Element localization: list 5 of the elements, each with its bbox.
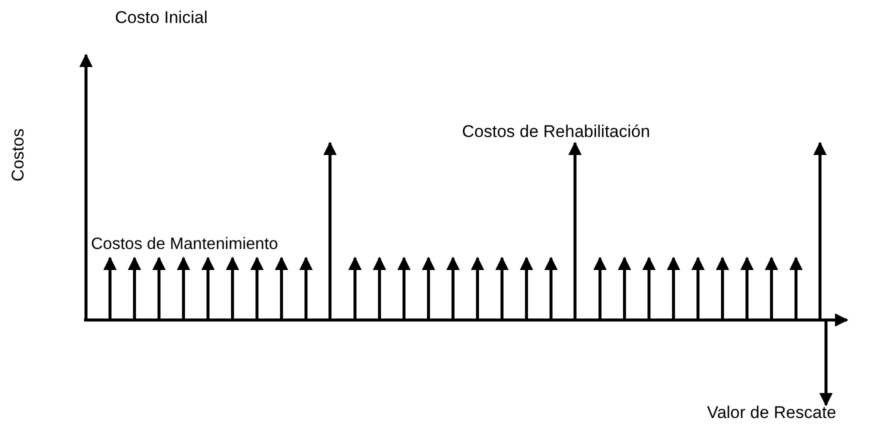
cash-flow-label: Costo Inicial [115, 9, 208, 26]
cash-flow-label: Costos de Mantenimiento [91, 236, 278, 252]
axis-label: Costos [10, 128, 26, 182]
cash-flow-label: Valor de Rescate [707, 404, 836, 421]
cash-flow-label: Costos de Rehabilitación [462, 123, 650, 140]
